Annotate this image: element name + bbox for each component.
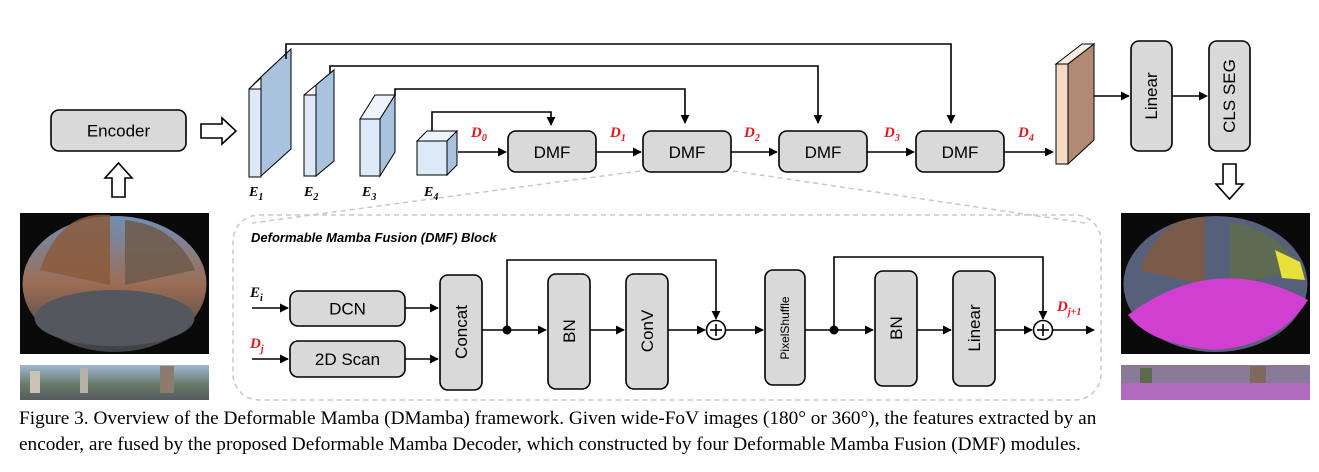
feature-map-e2: [303, 68, 335, 178]
hollow-arrow-right-icon: [200, 116, 238, 146]
label-d1: D1: [609, 125, 626, 144]
bn-label-1: BN: [560, 319, 579, 343]
label-d3: D3: [883, 125, 900, 144]
caption-line-1: Figure 3. Overview of the Deformable Mam…: [19, 408, 1097, 429]
encoder-label: Encoder: [87, 122, 151, 141]
pixelshuffle-label: PixelShuffle: [778, 296, 792, 359]
dmf-label-4: DMF: [942, 143, 979, 162]
hollow-arrow-up-icon: [103, 161, 134, 198]
block-linear-box: [952, 270, 996, 387]
residual-path-1: [506, 259, 721, 330]
dmf-block-frame: [232, 214, 1102, 401]
residual-path-2: [833, 256, 1048, 330]
head-linear-label: Linear: [1142, 72, 1161, 120]
label-ei: Ei: [249, 285, 263, 304]
concat-box: [439, 274, 483, 391]
output-panorama-image: [1121, 365, 1310, 400]
label-e2: E2: [303, 185, 318, 203]
hollow-arrow-down-icon: [1214, 163, 1245, 201]
feature-map-e3: [359, 93, 396, 178]
cls-seg-label: CLS SEG: [1220, 59, 1239, 133]
feature-map-e1: [248, 47, 292, 178]
output-feature-map: [1054, 42, 1096, 166]
scan-label: 2D Scan: [315, 350, 380, 369]
dmf-label-2: DMF: [669, 143, 706, 162]
framework-diagram: Encoder E1 E2 E3 E4: [20, 40, 1310, 401]
caption-line-2: encoder, are fused by the proposed Defor…: [19, 434, 1081, 455]
skip-connection-e3: [394, 88, 690, 124]
dmf-block-title: Deformable Mamba Fusion (DMF) Block: [251, 230, 497, 245]
label-e1: E1: [248, 185, 263, 203]
dmf-label-1: DMF: [534, 143, 571, 162]
skip-connection-e4: [431, 111, 556, 131]
figure-caption: Figure 3. Overview of the Deformable Mam…: [19, 406, 1309, 458]
concat-label: Concat: [452, 305, 471, 359]
pixelshuffle-box: [764, 269, 806, 386]
label-d0: D0: [470, 125, 487, 144]
block-linear-label: Linear: [965, 304, 984, 352]
conv-box: [625, 273, 669, 390]
label-d4: D4: [1017, 125, 1034, 144]
label-dj1: Dj+1: [1056, 299, 1081, 318]
skip-connection-e2: [329, 65, 823, 124]
bn-label-2: BN: [887, 316, 906, 340]
input-fisheye-image: [20, 213, 209, 354]
bn-box-1: [547, 273, 591, 390]
add-icon-1: [705, 319, 727, 341]
label-e3: E3: [361, 185, 376, 203]
output-segmentation-image: [1121, 213, 1310, 354]
cls-seg-box: [1208, 40, 1251, 152]
feature-map-e4: [415, 129, 459, 177]
conv-label: ConV: [638, 309, 657, 352]
encoder-box: [50, 109, 187, 152]
bn-box-2: [874, 270, 918, 387]
input-panorama-image: [20, 365, 209, 400]
label-e4: E4: [423, 185, 438, 203]
label-dj: Dj: [249, 336, 264, 355]
add-icon-2: [1032, 319, 1054, 341]
skip-connection-e1: [285, 43, 956, 124]
label-d2: D2: [743, 125, 760, 144]
dmf-label-3: DMF: [805, 143, 842, 162]
dcn-label: DCN: [329, 300, 366, 319]
